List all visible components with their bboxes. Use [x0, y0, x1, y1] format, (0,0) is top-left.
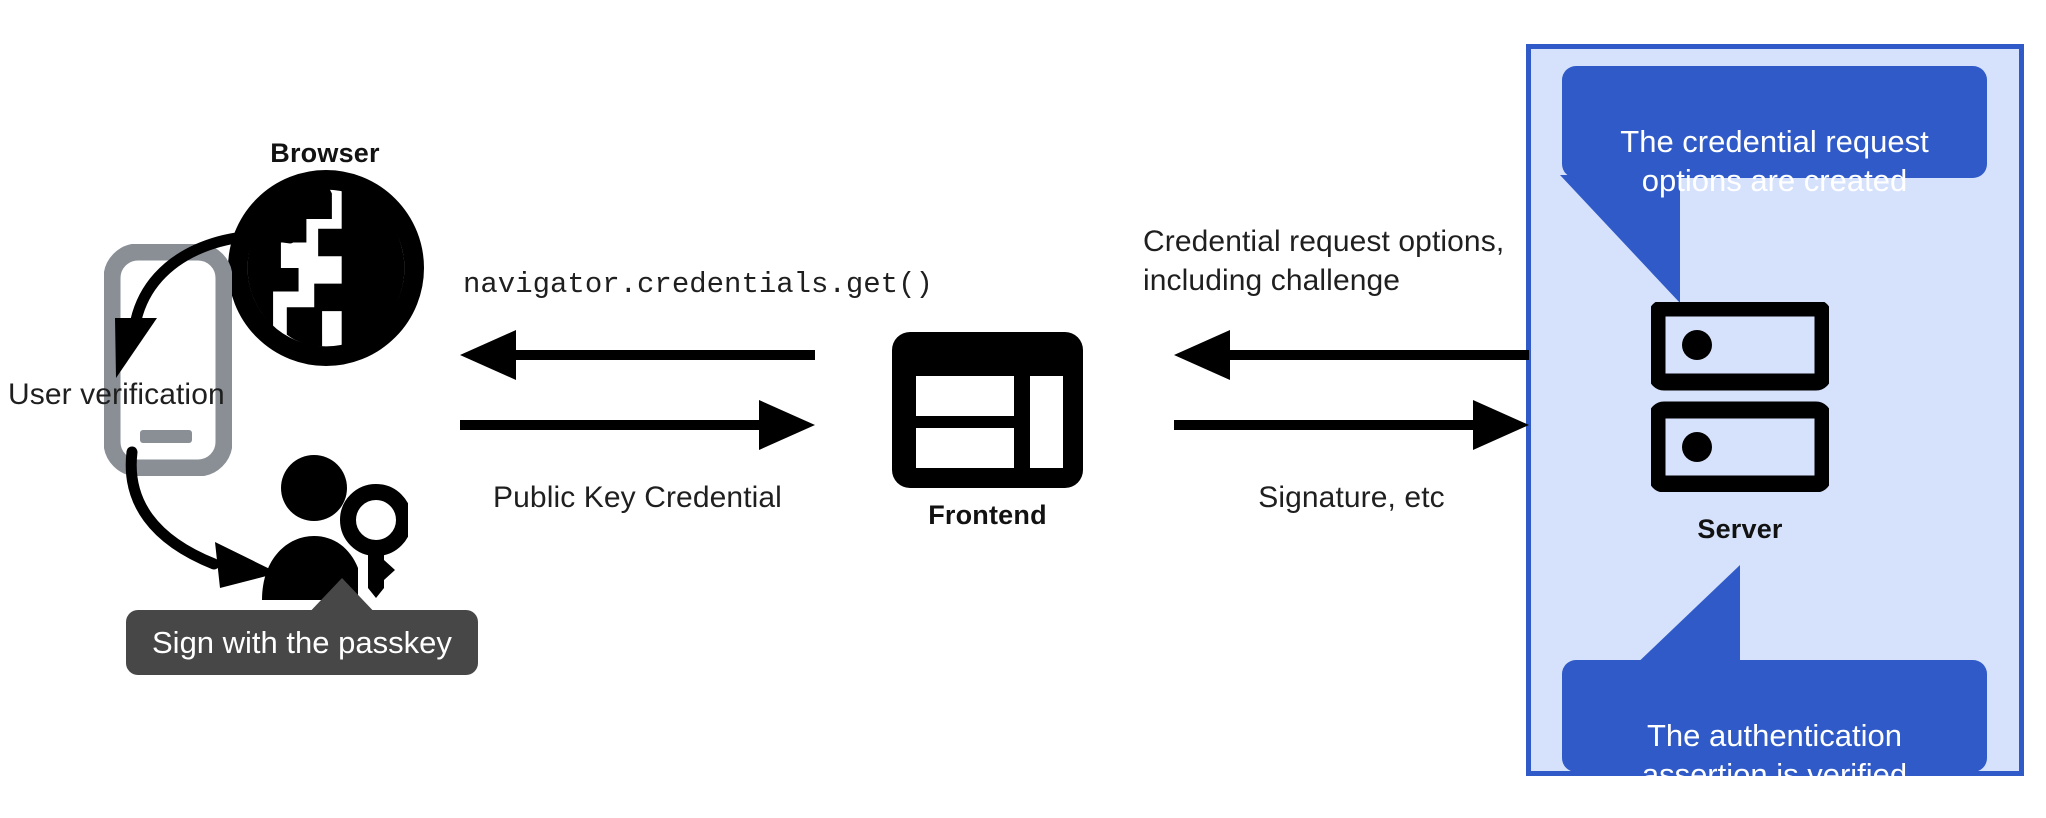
browser-to-phone-arrow: [115, 230, 296, 378]
callout-top-tail: [1560, 175, 1680, 303]
navigator-credentials-get-label: navigator.credentials.get(): [463, 268, 933, 301]
server-callout-bottom-text: The authentication assertion is verified: [1641, 717, 1908, 793]
passkey-tooltip-pointer: [304, 578, 380, 618]
server-callout-top-text: The credential request options are creat…: [1620, 123, 1929, 199]
server-label: Server: [1697, 514, 1783, 544]
public-key-credential-label: Public Key Credential: [493, 481, 782, 514]
frontend-to-browser-arrow: [460, 330, 815, 380]
passkey-tooltip-text: Sign with the passkey: [152, 625, 452, 660]
phone-to-user-arrow: [125, 446, 278, 588]
globe-icon: [228, 170, 424, 366]
user-verification-label: User verification: [8, 378, 225, 411]
person-with-key-icon: [262, 455, 408, 600]
signature-etc-label: Signature, etc: [1258, 481, 1445, 514]
browser-to-frontend-arrow: [460, 400, 815, 450]
smartphone-icon: [104, 244, 232, 476]
credential-request-options-label: Credential request options, including ch…: [1143, 225, 1505, 297]
passkey-tooltip: Sign with the passkey: [126, 610, 478, 676]
server-callout-top: The credential request options are creat…: [1562, 66, 1987, 198]
frontend-to-server-arrow: [1174, 400, 1529, 450]
callout-bottom-tail: [1630, 565, 1740, 670]
frontend-label: Frontend: [928, 500, 1047, 530]
server-racks-icon: [1651, 302, 1829, 492]
server-to-frontend-arrow: [1174, 330, 1529, 380]
web-layout-icon: [892, 332, 1083, 488]
browser-label: Browser: [270, 138, 380, 168]
server-callout-bottom: The authentication assertion is verified: [1562, 660, 1987, 792]
